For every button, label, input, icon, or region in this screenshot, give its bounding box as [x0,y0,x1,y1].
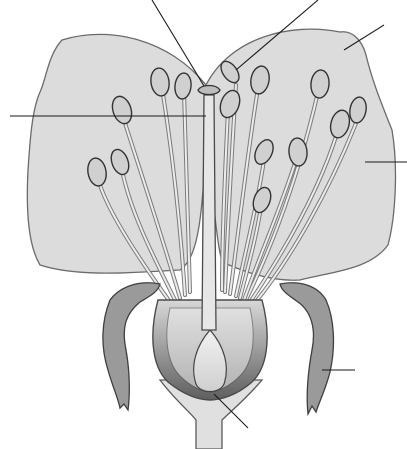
stigma [198,86,220,95]
style [202,95,216,330]
left-sepal [103,283,160,410]
right-sepal [280,283,333,414]
